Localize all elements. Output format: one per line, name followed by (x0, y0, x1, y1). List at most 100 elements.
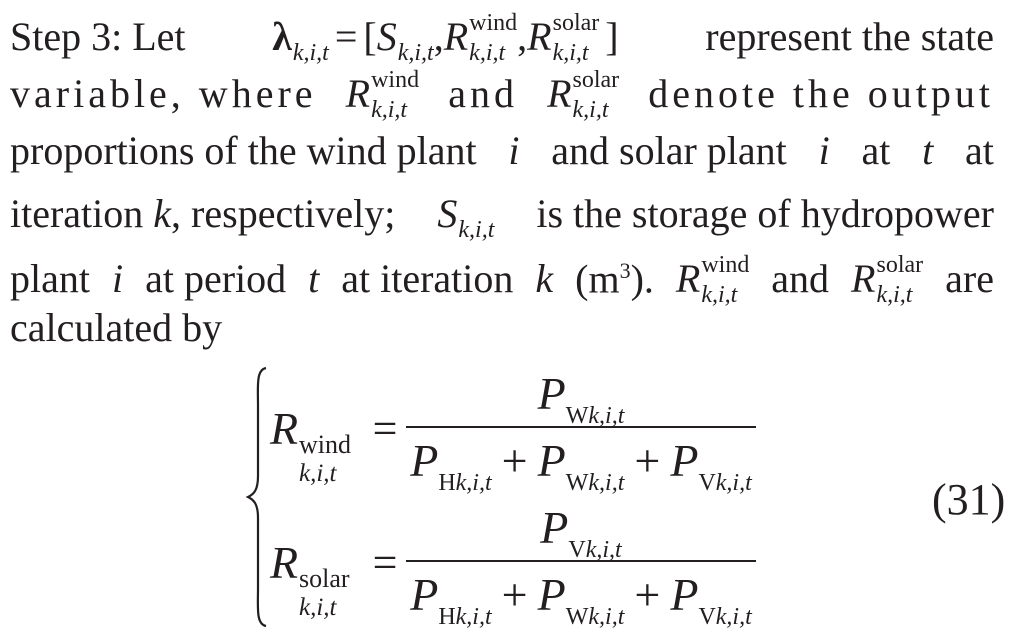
text-line-1: Step 3: Let λ k,i,t = [ S k,i,t , R wind… (10, 8, 994, 65)
W-label: W (565, 470, 589, 496)
text: and (771, 256, 830, 302)
text: are (945, 256, 994, 302)
fraction-bar (406, 426, 756, 428)
text-line-5: plant i at period t at iteration k (m3).… (10, 242, 994, 307)
text: represent the state (705, 14, 994, 59)
plus: + (501, 435, 528, 486)
subscript: k,i,t (455, 470, 492, 496)
P-symbol: P (540, 502, 569, 553)
text: and (448, 71, 518, 116)
S-symbol: S (437, 191, 458, 236)
text: variable, where (10, 71, 317, 116)
text: and solar plant (551, 128, 787, 173)
text: at iteration (341, 256, 514, 302)
subscript: k,i,t (715, 470, 752, 496)
superscript: wind (299, 429, 351, 459)
R-symbol: R (527, 14, 552, 59)
left-brace (246, 366, 267, 628)
lhs-R-wind: R wind k,i,t (270, 402, 364, 487)
subscript: k,i,t (455, 604, 492, 630)
text: is the storage of hydropower (536, 191, 994, 236)
denominator: PHk,i,t + PWk,i,t + PVk,i,t (410, 434, 752, 496)
H-label: H (438, 604, 456, 630)
i-symbol: i (111, 256, 124, 302)
S-storage: S k,i,t (437, 185, 494, 242)
text: iteration (10, 191, 144, 236)
R-symbol: R (547, 71, 572, 116)
V-label: V (698, 604, 716, 630)
subscript: k,i,t (469, 40, 506, 66)
equation-row-wind: R wind k,i,t = PWk,i,t PHk,i,t + PWk,i,t… (270, 366, 756, 496)
numerator: PVk,i,t (540, 500, 621, 563)
equation-31: R wind k,i,t = PWk,i,t PHk,i,t + PWk,i,t… (246, 366, 1006, 630)
k-symbol: k (535, 256, 554, 302)
text: denote the output (648, 71, 994, 116)
P-symbol: P (537, 368, 566, 419)
H-label: H (438, 470, 456, 496)
equation-row-solar: R solar k,i,t = PVk,i,t PHk,i,t + PWk,i,… (270, 500, 756, 630)
W-label: W (565, 403, 589, 429)
P-symbol: P (537, 435, 566, 486)
text: (m (575, 256, 620, 302)
P-symbol: P (537, 569, 566, 620)
text-line-4: iteration k, respectively; S k,i,t is th… (10, 185, 994, 242)
exponent: 3 (619, 258, 631, 283)
R-symbol: R (270, 402, 299, 454)
text: Step 3: Let (10, 14, 186, 59)
k-symbol: k (153, 191, 172, 236)
text: at (965, 128, 994, 173)
P-symbol: P (670, 569, 699, 620)
subscript: k,i,t (715, 604, 752, 630)
text: proportions of the wind plant (10, 128, 477, 173)
subscript: k,i,t (397, 40, 434, 66)
lambda-symbol: λ (272, 14, 292, 59)
plus: + (501, 569, 528, 620)
P-symbol: P (670, 435, 699, 486)
subscript: k,i,t (458, 217, 495, 243)
equals: = (334, 14, 358, 59)
P-symbol: P (410, 435, 439, 486)
P-symbol: P (410, 569, 439, 620)
bracket: [ (363, 14, 377, 59)
equals: = (372, 403, 398, 453)
fraction: PVk,i,t PHk,i,t + PWk,i,t + PVk,i,t (406, 500, 756, 630)
denominator: PHk,i,t + PWk,i,t + PVk,i,t (410, 568, 752, 630)
R-symbol: R (851, 256, 876, 302)
text: ). (630, 256, 654, 302)
i-symbol: i (508, 128, 520, 173)
W-label: W (565, 604, 589, 630)
text: calculated by (10, 305, 223, 350)
equals: = (372, 537, 398, 587)
subscript: k,i,t (552, 40, 589, 66)
subscript: k,i,t (299, 593, 337, 621)
comma: , (517, 14, 528, 59)
subscript: k,i,t (588, 403, 625, 429)
S-symbol: S (376, 14, 397, 59)
comma: , (433, 14, 444, 59)
equation-number: (31) (932, 475, 1006, 524)
R-symbol: R (345, 71, 371, 116)
subscript: k,i,t (585, 537, 622, 563)
subscript: k,i,t (701, 282, 738, 309)
subscript: k,i,t (588, 470, 625, 496)
subscript: k,i,t (572, 97, 609, 123)
text: , respectively; (171, 191, 396, 236)
subscript: k,i,t (371, 97, 408, 123)
bracket: ] (605, 14, 619, 59)
t-symbol: t (308, 256, 320, 302)
plus: + (634, 569, 661, 620)
i-symbol: i (818, 128, 830, 173)
subscript: k,i,t (292, 40, 329, 66)
text: plant (10, 256, 90, 302)
R-symbol: R (270, 536, 299, 588)
subscript: k,i,t (876, 282, 913, 309)
numerator: PWk,i,t (537, 366, 625, 429)
text-group: iteration k, respectively; (10, 185, 395, 242)
text-line-3: proportions of the wind plant i and sola… (10, 122, 994, 179)
R-symbol: R (443, 14, 469, 59)
